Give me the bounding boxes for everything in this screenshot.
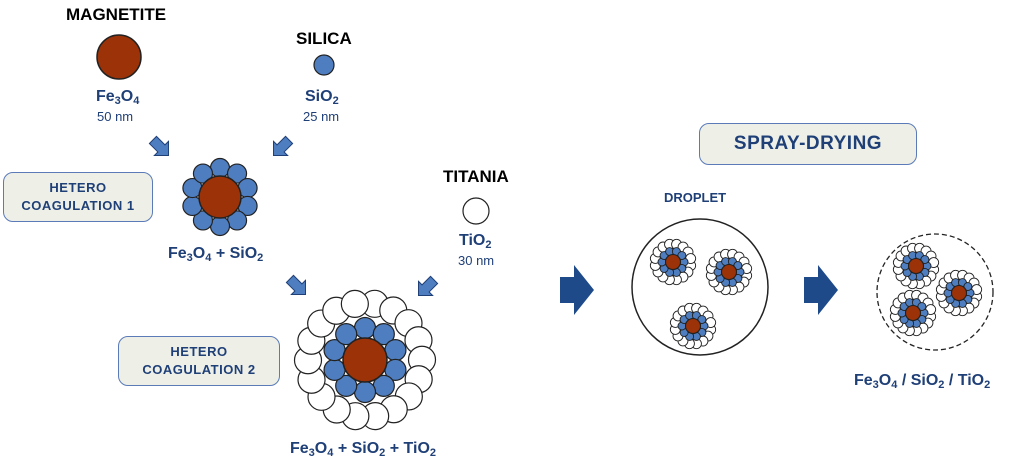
silica-particle (209, 157, 231, 179)
titania-particle (462, 197, 490, 225)
silica-particle (335, 323, 358, 346)
magnetite-core (198, 175, 242, 219)
arrow-magnetite-to-cluster1 (148, 135, 169, 156)
cluster-fe3o4-sio2 (182, 157, 258, 237)
mini-silica-particle (697, 315, 707, 324)
silica-particle (192, 163, 214, 184)
droplet-mini-clusters (649, 238, 753, 350)
silica-size: 25 nm (303, 109, 340, 124)
silica-particle (335, 374, 358, 397)
magnetite-label: MAGNETITE (66, 5, 167, 24)
silica-label: SILICA (296, 29, 352, 48)
silica-particle (372, 323, 395, 346)
mini-silica-particle (920, 255, 930, 264)
magnetite-particle (96, 34, 142, 80)
titania-size: 30 nm (458, 253, 495, 268)
silica-particle (192, 210, 214, 231)
arrow-titania-to-cluster2 (418, 275, 439, 296)
arrow-to-final-product (804, 265, 838, 315)
silica-particle (323, 358, 346, 381)
spray-drying-box: SPRAY-DRYING (699, 123, 917, 165)
silica-particle (313, 54, 335, 76)
silica-formula: SiO2 (305, 88, 339, 107)
mini-silica-particle (963, 282, 973, 291)
mini-silica-particle (677, 251, 687, 260)
mini-magnetite-core (664, 253, 682, 271)
silica-particle (209, 215, 231, 237)
arrow-silica-to-cluster1 (273, 135, 294, 156)
cluster-fe3o4-sio2-tio2 (293, 289, 437, 431)
silica-particle (353, 316, 377, 340)
magnetite-size: 50 nm (97, 109, 134, 124)
mini-magnetite-core (950, 284, 968, 302)
droplet-label: DROPLET (664, 190, 727, 205)
result2-formula: Fe3O4 + SiO2 + TiO2 (290, 440, 437, 459)
mini-silica-particle (733, 261, 743, 270)
silica-particle (353, 380, 377, 404)
mini-magnetite-core (684, 317, 702, 335)
magnetite-formula: Fe3O4 (96, 88, 140, 107)
mini-magnetite-core (904, 304, 922, 322)
arrow-to-spray-drying (560, 265, 594, 315)
final-particle-outline (876, 233, 994, 351)
mini-magnetite-core (720, 263, 738, 281)
titania-formula: TiO2 (459, 232, 492, 251)
silica-particle (384, 339, 407, 362)
titania-label: TITANIA (443, 167, 509, 186)
magnetite-core (342, 337, 388, 383)
titania-particle (340, 289, 369, 319)
result1-formula: Fe3O4 + SiO2 (168, 245, 264, 264)
final-mini-clusters (889, 242, 983, 337)
mini-magnetite-core (907, 257, 925, 275)
silica-particle (226, 163, 248, 184)
final-formula: Fe3O4 / SiO2 / TiO2 (854, 372, 991, 391)
arrow-cluster1-to-cluster2 (285, 274, 306, 295)
mini-silica-particle (917, 302, 927, 311)
